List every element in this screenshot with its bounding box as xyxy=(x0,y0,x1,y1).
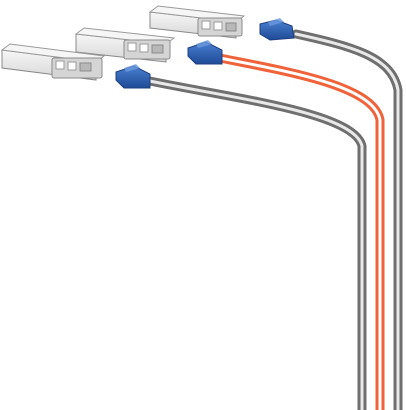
cable-orange-middle xyxy=(215,53,385,410)
connector-front xyxy=(115,64,151,89)
connector-middle xyxy=(187,40,223,65)
module-back xyxy=(148,5,246,39)
cable-gray-front xyxy=(140,75,367,410)
cable-gray-back xyxy=(291,29,403,410)
module-middle xyxy=(74,27,176,63)
module-front xyxy=(0,43,106,81)
connector-back xyxy=(259,18,295,41)
